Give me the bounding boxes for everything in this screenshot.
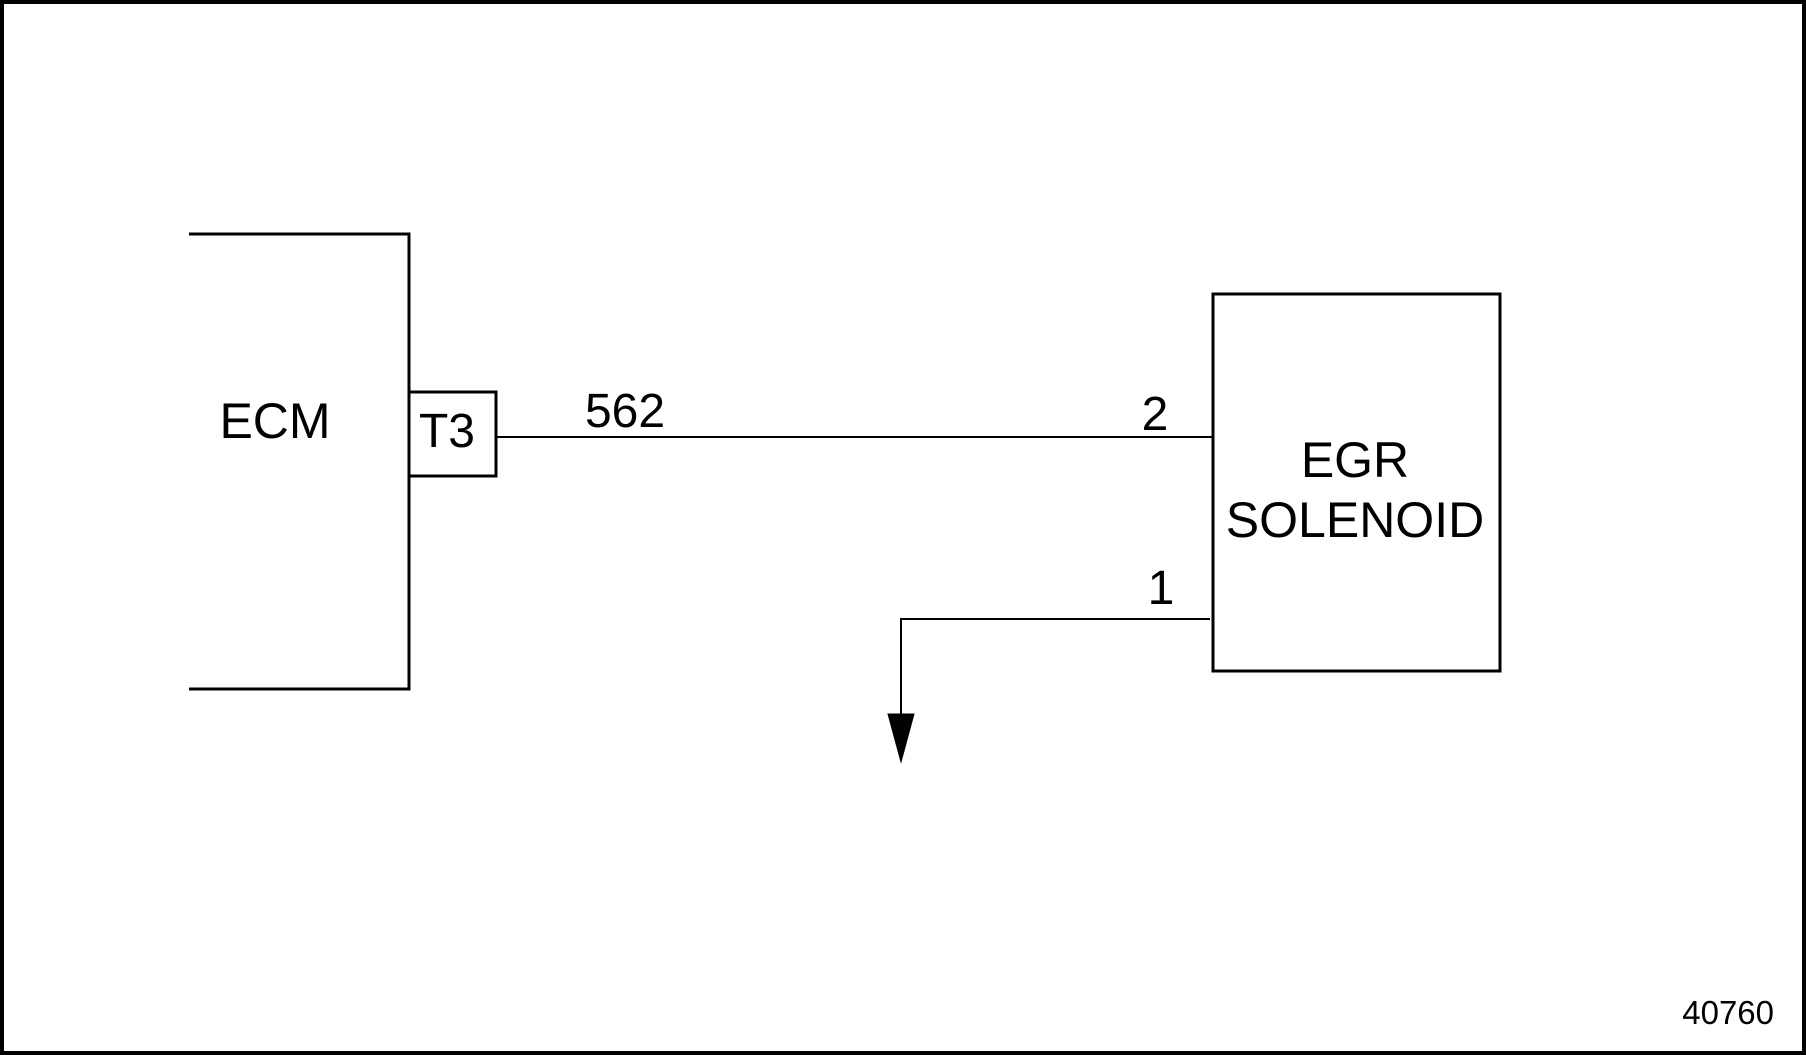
ground-return-wire bbox=[900, 618, 1210, 718]
pin-2-label: 2 bbox=[1142, 388, 1169, 441]
egr-solenoid-label-line1: EGR bbox=[1301, 432, 1409, 488]
ground-arrow-icon bbox=[887, 713, 915, 764]
egr-solenoid-label-line2: SOLENOID bbox=[1226, 492, 1484, 548]
egr-solenoid-block bbox=[1211, 292, 1502, 673]
ecm-label: ECM bbox=[219, 393, 330, 449]
wire-562-label: 562 bbox=[585, 385, 665, 438]
ecm-block bbox=[189, 232, 411, 691]
figure-number: 40760 bbox=[1682, 994, 1774, 1031]
pin-1-label: 1 bbox=[1148, 562, 1175, 615]
connector-t3 bbox=[407, 390, 498, 478]
connector-t3-label: T3 bbox=[419, 405, 475, 458]
